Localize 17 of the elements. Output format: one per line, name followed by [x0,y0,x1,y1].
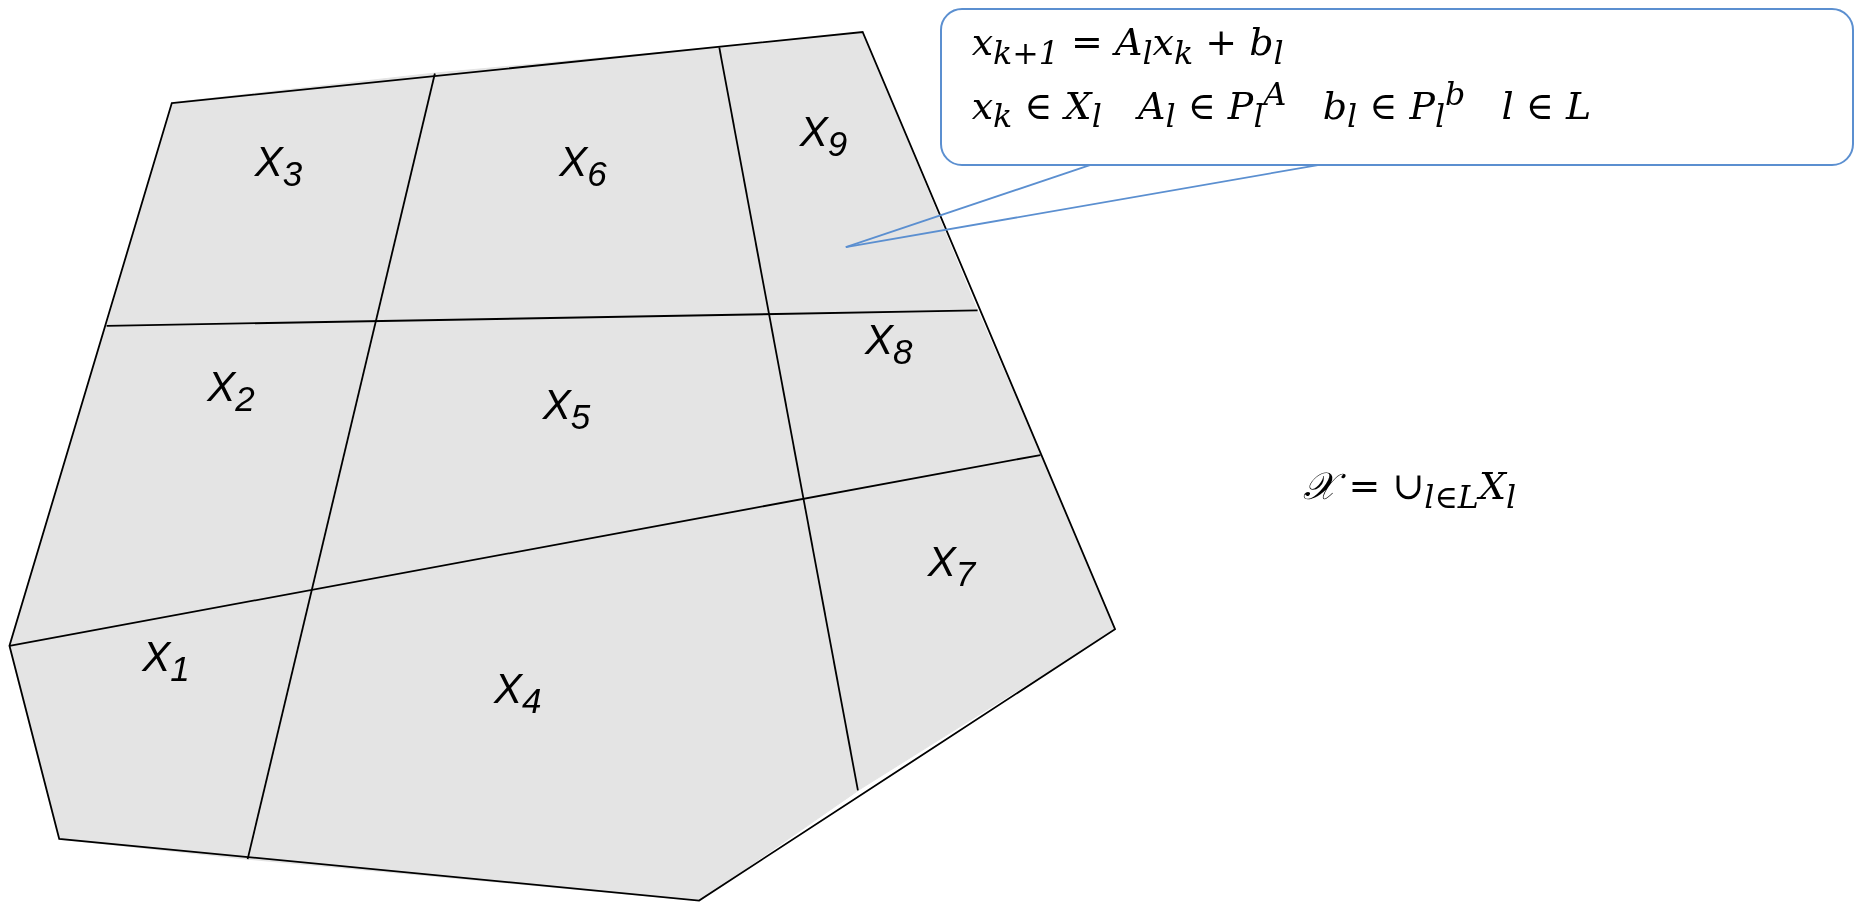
equation: x$_{k}$ ∈ X$_{l}$ A$_{l}$ ∈ P$_{l}$$^{A}$ b$_{l}$ ∈ P$_{l}$$^{b}$ l ∈ L [971,75,1592,137]
shaded-region [106,73,435,326]
region-label: X$_{5}$ [542,381,591,437]
region-label: X$_{8}$ [864,315,913,372]
region-label: X$_{3}$ [254,138,303,194]
region-label: X$_{4}$ [494,665,542,721]
equation: x$_{k+1}$ = A$_{l}$x$_{k}$ + b$_{l}$ [971,19,1284,73]
equation: 𝒳 = ∪$_{l∈L}$X$_{l}$ [1303,463,1517,517]
shaded-region [9,588,312,860]
region-label: X$_{7}$ [927,538,976,595]
region-label: X$_{9}$ [799,108,848,164]
region-label: X$_{6}$ [559,138,607,194]
shaded-region [770,310,1041,499]
region-label: X$_{1}$ [142,633,190,689]
shaded-region [376,47,771,322]
region-label: X$_{2}$ [207,363,255,419]
callout-box [939,8,1855,166]
